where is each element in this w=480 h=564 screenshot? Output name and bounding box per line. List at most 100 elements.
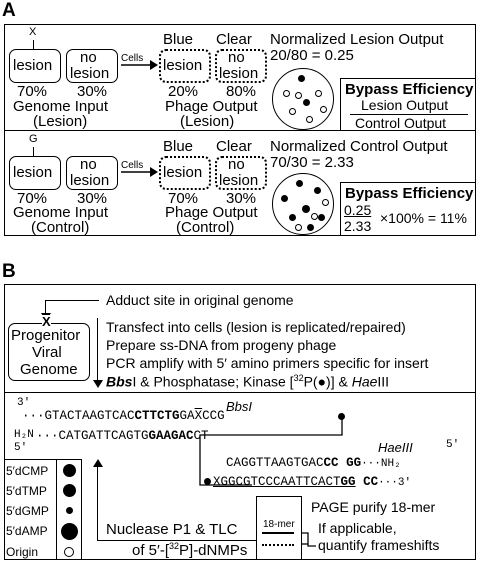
control-phage-output: Phage Output	[165, 204, 258, 221]
bottom-strand-5prime: 5′	[14, 442, 28, 454]
control-genome-input: Genome Input	[13, 204, 109, 221]
bypass-efficiency-box-top	[340, 78, 476, 131]
phage-output-sub: (Lesion)	[180, 113, 235, 130]
norm-control-title: Normalized Control Output	[270, 138, 448, 155]
tlc-label-dtmp: 5′dTMP	[6, 484, 47, 498]
tlc-spot-dgmp	[66, 507, 73, 514]
hae-site: CC	[323, 456, 339, 470]
pct-lesion: 70%	[17, 83, 48, 100]
plaque-clear	[306, 116, 313, 123]
nuclease-part: P]-dNMPs	[179, 542, 248, 559]
plate-lesion	[272, 68, 334, 130]
control-cells-label: Cells	[121, 160, 144, 171]
progenitor-line-1: Progenitor	[11, 327, 81, 344]
bbsi-label: BbsI	[226, 399, 253, 414]
workflow-arrowhead	[93, 380, 103, 388]
tlc-plate	[56, 459, 82, 560]
seq-part: ···3′	[378, 477, 412, 489]
bbs-site: CTTCTG	[134, 409, 180, 423]
control-phage-output-sub: (Control)	[176, 219, 235, 236]
panel-a-divider	[4, 130, 476, 131]
control-clear-label: Clear	[216, 138, 252, 155]
page-gel	[256, 496, 302, 560]
hae-site: CC	[363, 475, 379, 489]
plaque-clear	[289, 108, 296, 115]
cells-arrow	[121, 60, 158, 70]
control-genome-input-sub: (Control)	[31, 219, 90, 236]
adduct-hook-v	[45, 300, 46, 316]
tlc-label-damp: 5′dAMP	[6, 524, 48, 538]
genome-nolesion-box	[66, 49, 118, 83]
tlc-arrow-hline	[98, 540, 256, 541]
nuclease-part: of 5′-[	[132, 542, 169, 559]
control-pct-clear: 30%	[226, 190, 257, 207]
plaque-clear	[322, 199, 329, 206]
plaque-blue	[307, 224, 314, 231]
control-genome-lesion-box	[9, 156, 61, 190]
progenitor-line-3: Genome	[20, 361, 78, 378]
plaque-blue	[281, 195, 288, 202]
be-numerator-bottom: 0.25	[344, 202, 372, 218]
bottom-strand-sequence: ···CATGATTCAGTGGAAGACCT	[36, 430, 209, 443]
genome-lesion-label: lesion	[13, 57, 53, 74]
be-result-bottom: ×100% = 11%	[380, 210, 467, 226]
step-4-part: P(●)] &	[303, 373, 352, 390]
right-bottom-sequence: XGGCGTCCCAATTCACTGG CC···3′	[213, 476, 411, 489]
plaque-clear	[295, 92, 302, 99]
plate-control	[272, 173, 334, 235]
bbs-site-complement: GAAGAC	[148, 429, 194, 443]
control-phage-lesion-label: lesion	[163, 164, 203, 181]
genome-input-label: Genome Input	[13, 98, 109, 115]
phage-lesion-box	[159, 49, 211, 83]
frameshift-line-2: quantify frameshifts	[318, 537, 440, 553]
step-4-hae: Hae	[351, 373, 378, 390]
plaque-blue	[314, 187, 321, 194]
gel-band	[262, 532, 294, 534]
plaque-blue	[289, 214, 296, 221]
step-4-bbs: Bbs	[106, 373, 133, 390]
seq-part: CCG	[202, 409, 225, 423]
control-pct-blue: 70%	[168, 190, 199, 207]
panel-b-frame	[4, 284, 476, 560]
genome-nolesion-label-1: no	[80, 49, 97, 66]
seq-gap	[356, 475, 364, 489]
adduct-x: X	[194, 409, 203, 423]
seq-part: XGGCGTCCCAATTCACT	[213, 475, 341, 489]
panel-a-letter: A	[2, 0, 16, 21]
phage-nolesion-box	[215, 49, 267, 83]
nuclease-line-1: Nuclease P1 & TLC	[106, 521, 238, 538]
blue-label: Blue	[163, 31, 194, 48]
phage-nolesion-label-1: no	[228, 49, 245, 66]
tlc-spot-damp	[61, 523, 78, 540]
hae-site: GG	[346, 456, 362, 470]
plaque-clear	[295, 224, 302, 231]
tlc-spot-dcmp	[63, 464, 76, 477]
control-genome-lesion-label: lesion	[13, 164, 53, 181]
control-genome-nolesion-1: no	[80, 156, 97, 173]
tlc-label-dcmp: 5′dCMP	[6, 464, 49, 478]
phage-nolesion-label-2: lesion	[219, 65, 259, 82]
pct-clear: 80%	[226, 83, 257, 100]
frameshift-bracket	[302, 532, 316, 547]
control-genome-nolesion-box	[66, 156, 118, 190]
gel-band-label: 18-mer	[263, 519, 295, 530]
frameshift-line-1: If applicable,	[318, 520, 397, 536]
step-1: Transfect into cells (lesion is replicat…	[106, 319, 406, 335]
lesion-x-mark: X	[29, 26, 37, 38]
bottom-strand-nh2: H₂N	[14, 429, 34, 441]
tlc-arrow-vline	[97, 465, 98, 541]
progenitor-line-2: Viral	[32, 344, 62, 361]
be-denominator-bottom: 2.33	[344, 218, 372, 234]
step-4: BbsI & Phosphatase; Kinase [32P(●)] & Ha…	[106, 374, 389, 389]
adduct-label: Adduct site in original genome	[106, 292, 294, 308]
seq-part: ···CATGATTCAGTG	[36, 429, 149, 443]
gel-dotted-line	[262, 544, 294, 546]
right-5prime: 5′	[446, 439, 460, 451]
control-phage-lesion-box	[159, 156, 211, 190]
top-strand-3prime: 3′	[17, 397, 31, 409]
be-title-top: Bypass Efficiency	[345, 81, 474, 98]
plaque-clear	[320, 106, 327, 113]
be-title-bottom: Bypass Efficiency	[345, 185, 474, 202]
control-phage-nolesion-box	[215, 156, 267, 190]
plaque-clear	[283, 90, 290, 97]
